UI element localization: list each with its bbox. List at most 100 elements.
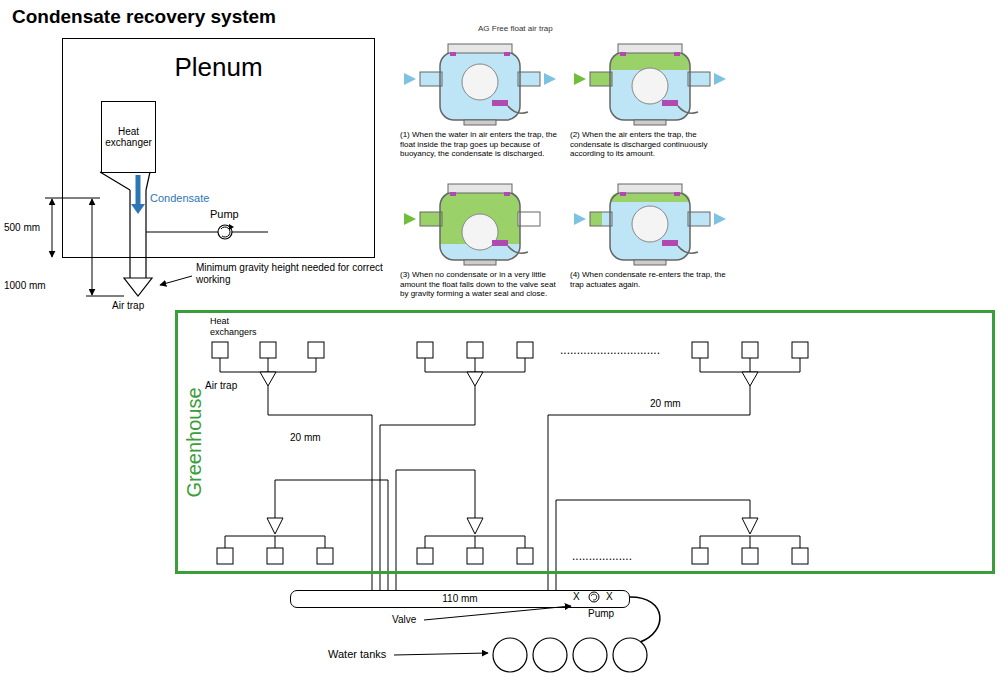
trap-illustration xyxy=(440,52,520,120)
heat-exchanger-unit xyxy=(308,342,324,358)
air-trap-symbol xyxy=(467,372,483,386)
dimension: 20 mm xyxy=(290,432,321,444)
part-name: Valve xyxy=(392,614,416,626)
pump-symbol xyxy=(589,592,599,602)
collector-pipes xyxy=(225,536,325,548)
heat-exchanger-unit xyxy=(317,548,333,564)
heat-exchanger-unit xyxy=(517,342,533,358)
trap-illustration xyxy=(610,192,690,260)
trap-illustration xyxy=(590,44,710,125)
leader-arrow xyxy=(394,606,571,655)
trap-illustration xyxy=(610,52,690,120)
note: Minimum gravity height needed for correc… xyxy=(196,262,386,286)
dimension: 500 mm xyxy=(4,222,40,234)
heat-exchanger-unit xyxy=(212,342,228,358)
heat-exchanger-unit xyxy=(417,548,433,564)
trap-illustration xyxy=(574,184,726,265)
air-trap-symbol xyxy=(260,372,758,534)
dimension-lines xyxy=(45,198,100,199)
return-pipe xyxy=(630,597,660,642)
pump-symbol xyxy=(221,227,230,237)
air-trap-symbol xyxy=(260,372,276,386)
plenum-piping xyxy=(124,278,152,296)
heat-exchanger-unit xyxy=(692,342,708,358)
drain-pipes xyxy=(380,386,475,590)
dimension-lines xyxy=(45,198,124,296)
trap-illustration xyxy=(688,72,710,86)
heat-exchanger-unit xyxy=(212,342,808,564)
pump-symbol xyxy=(218,224,234,239)
air-trap-symbol xyxy=(467,518,483,534)
trap-illustration xyxy=(404,184,540,265)
dimension-lines xyxy=(86,296,124,297)
collector-pipes xyxy=(220,358,800,548)
trap-illustration xyxy=(462,64,498,100)
trap-illustration xyxy=(688,212,710,226)
trap-illustration xyxy=(440,192,520,260)
leader-arrow xyxy=(160,276,192,285)
drain-pipes xyxy=(556,500,750,590)
trap-illustration xyxy=(518,212,540,226)
heat-exchanger-unit xyxy=(217,548,233,564)
trap-illustration xyxy=(590,184,710,265)
part-name: Air trap xyxy=(205,380,237,392)
trap-illustration xyxy=(632,68,668,104)
collector-pipes xyxy=(425,536,525,548)
air-trap-symbol xyxy=(742,518,758,534)
trap-illustration xyxy=(420,184,540,265)
ellipsis: .................. xyxy=(572,549,632,563)
pump-symbol xyxy=(589,592,599,602)
part-name: Air trap xyxy=(112,300,144,312)
drain-pipes xyxy=(268,386,750,590)
figure-caption: (3) When no condensate or in a very litt… xyxy=(400,270,565,299)
trap-illustration xyxy=(420,44,540,125)
trap-illustration xyxy=(574,73,586,85)
ellipsis: .............................. xyxy=(560,343,660,357)
return-pipe xyxy=(630,597,660,642)
trap-illustration xyxy=(714,213,726,225)
heat-exchanger-unit xyxy=(467,548,483,564)
figure-title: AG Free float air trap xyxy=(478,24,553,34)
water-tank xyxy=(573,638,607,672)
plenum-piping xyxy=(100,172,268,296)
part-name: Water tanks xyxy=(328,648,386,661)
diagram-title: Condensate recovery system xyxy=(12,6,276,29)
trap-illustration xyxy=(420,72,442,86)
dimension-lines xyxy=(52,199,53,257)
plenum-box: Heat exchanger Plenum xyxy=(62,38,375,258)
trap-illustration xyxy=(632,206,668,242)
water-tank xyxy=(493,638,527,672)
figure-caption: (1) When the water in air enters the tra… xyxy=(400,130,565,159)
collector-pipes xyxy=(700,536,800,548)
heat-exchanger-unit xyxy=(517,548,533,564)
figure-caption: (2) When the air enters the trap, the co… xyxy=(570,130,740,159)
pump-symbol xyxy=(229,224,234,230)
leader-arrow xyxy=(424,606,571,620)
valve-mark: X xyxy=(606,591,613,603)
collector-pipes xyxy=(220,358,316,372)
leader-arrow xyxy=(160,276,192,285)
heat-exchanger-unit xyxy=(267,548,283,564)
heat-exchanger-unit xyxy=(467,342,483,358)
air-trap-symbol xyxy=(267,518,283,534)
valve-mark: X xyxy=(573,591,580,603)
pump-symbol xyxy=(591,594,597,600)
heat-exchanger-unit xyxy=(417,342,433,358)
condensate-arrow xyxy=(131,175,145,214)
node-text: Heat exchanger xyxy=(102,126,155,149)
trap-illustration xyxy=(420,212,442,226)
trap-illustration xyxy=(404,44,556,125)
part-name: Heat exchangers xyxy=(210,316,274,338)
node-text: Plenum xyxy=(172,53,264,83)
condensate-arrow xyxy=(136,175,141,205)
leader-arrow xyxy=(394,653,488,655)
trap-illustration xyxy=(590,72,612,86)
drain-pipes xyxy=(548,386,750,590)
drain-pipes xyxy=(268,386,372,590)
part-name: Pump xyxy=(210,208,239,221)
water-tank xyxy=(533,638,567,672)
